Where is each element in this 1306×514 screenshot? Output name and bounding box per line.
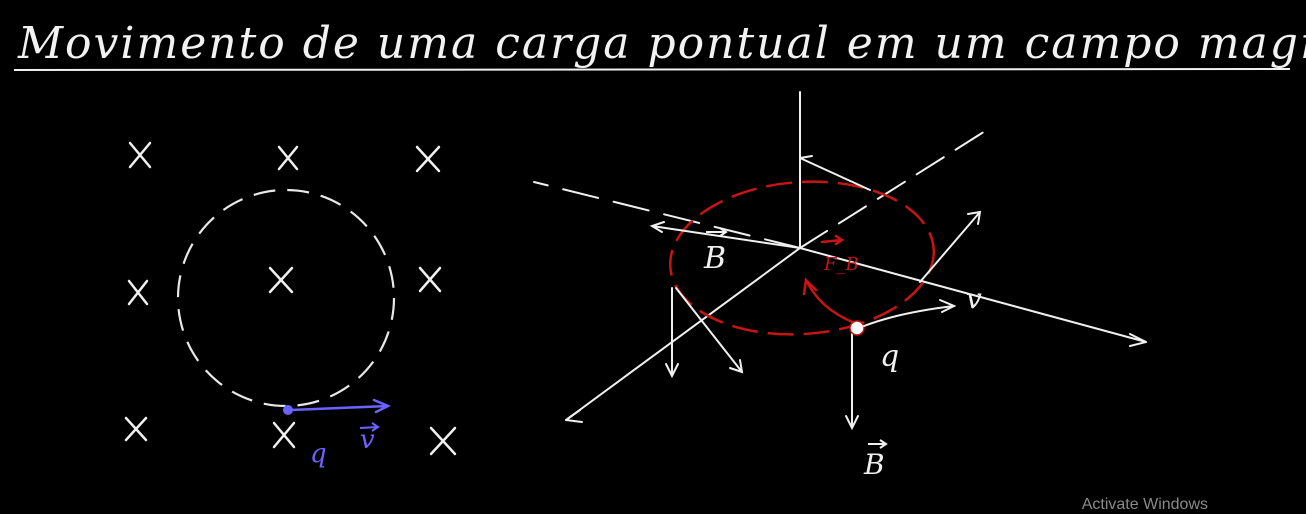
x-mark <box>418 266 442 293</box>
right-charge <box>849 320 865 336</box>
right-field-label-1-arrow <box>706 227 728 237</box>
axis-depth-dashed <box>799 127 991 249</box>
left-field-marks <box>124 141 457 456</box>
right-field-label-2-arrow <box>868 439 888 449</box>
left-velocity-label-arrow <box>359 422 380 432</box>
field-arrow <box>675 287 744 374</box>
x-mark <box>268 266 294 294</box>
axis-front <box>565 247 801 421</box>
right-field-label-1: B <box>703 241 726 276</box>
board-title: Movimento de uma carga pontual em um cam… <box>17 18 1306 69</box>
field-arrow <box>665 287 679 379</box>
axis-left-dashed <box>533 181 801 249</box>
right-force-arrow <box>802 234 854 324</box>
left-charge-label: q <box>310 439 327 469</box>
right-field-label-2: B <box>863 448 885 481</box>
field-arrow <box>919 210 982 283</box>
left-charge <box>283 405 293 415</box>
right-axes <box>533 91 1147 423</box>
axis-right <box>799 247 1147 343</box>
left-arrow <box>649 221 801 249</box>
x-mark <box>124 416 148 442</box>
back-arrow <box>799 155 871 191</box>
x-mark <box>128 141 152 169</box>
x-mark <box>277 145 299 171</box>
activate-windows-watermark: Activate Windows <box>1081 496 1208 513</box>
x-mark <box>415 145 441 173</box>
left-velocity-arrow <box>289 398 391 414</box>
left-velocity-label: v <box>360 425 375 455</box>
right-orbit <box>668 180 936 336</box>
field-arrow <box>845 331 859 431</box>
left-orbit <box>176 188 396 408</box>
x-mark <box>272 421 296 449</box>
right-velocity-arrow <box>863 299 957 327</box>
right-field-arrows <box>649 155 982 431</box>
title-underline <box>13 68 1291 71</box>
x-mark <box>429 426 457 456</box>
right-force-label: F_B <box>823 254 859 275</box>
right-charge-label: q <box>880 339 899 374</box>
x-mark <box>127 279 149 306</box>
right-velocity-label: v <box>966 282 982 315</box>
